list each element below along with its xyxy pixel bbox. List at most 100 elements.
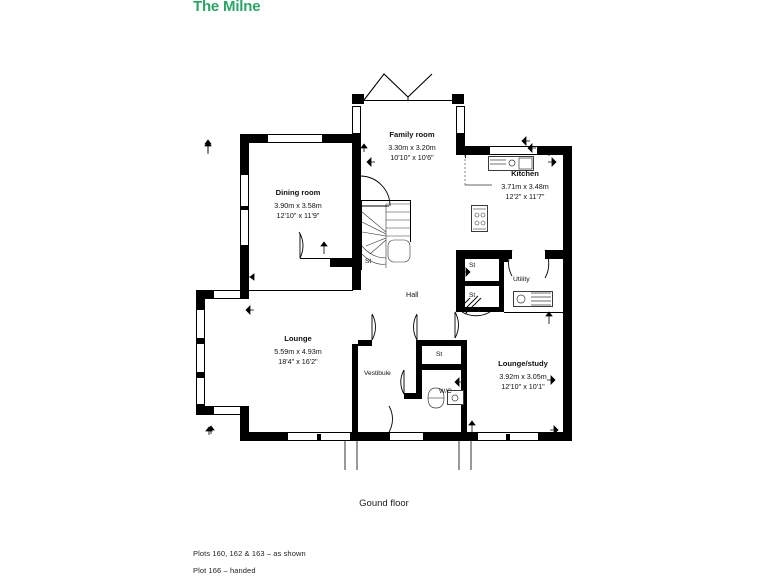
room-imperial-kitchen: 12'2" x 11'7" xyxy=(505,192,545,201)
wall-lounge-north-thin xyxy=(352,344,353,345)
utility-appliance-fixture xyxy=(513,291,553,307)
wall-dining-west-upper xyxy=(240,134,249,174)
room-label-st-wc: St xyxy=(436,351,443,358)
wall-kitchen-north-corner xyxy=(547,146,572,155)
window-west-step-upper xyxy=(213,290,241,299)
wall-lounge-southwest-return xyxy=(240,415,249,433)
room-name-kitchen: Kitchen xyxy=(511,169,539,178)
basin-fixture xyxy=(447,390,464,405)
floor-caption: Gound floor xyxy=(359,498,409,509)
room-label-st-kitchen-2: St xyxy=(469,292,476,299)
stair-enclosure-top xyxy=(361,200,411,201)
room-label-utility: Utility xyxy=(513,276,530,283)
wall-dining-family-divider xyxy=(352,123,361,268)
wall-family-kitchen-divider xyxy=(465,155,466,158)
room-name-lounge: Lounge xyxy=(284,334,312,343)
room-name-family-room: Family room xyxy=(389,130,435,139)
window-kitchen-north xyxy=(489,146,538,155)
room-label-vestibule: Vestibule xyxy=(364,370,391,377)
room-imperial-dining-room: 12'10" x 11'9" xyxy=(276,211,320,220)
room-name-dining-room: Dining room xyxy=(275,188,321,197)
room-label-kitchen: Kitchen 3.71m x 3.48m 12'2" x 11'7" xyxy=(479,169,571,203)
room-label-dining-room: Dining room 3.90m x 3.58m 12'10" x 11'9" xyxy=(252,188,344,222)
window-west-step-lower xyxy=(213,406,241,415)
window-dining-west xyxy=(240,174,249,246)
wall-utility-west xyxy=(504,250,508,262)
window-lounge-south-mullion xyxy=(317,434,321,440)
wall-dining-stair-lintel xyxy=(300,258,332,259)
wall-vestibule-south-stub xyxy=(404,393,422,399)
wall-store-south xyxy=(456,307,504,312)
stair-enclosure-west xyxy=(361,200,362,270)
room-name-lounge-study: Lounge/study xyxy=(498,359,548,368)
wall-family-north-head xyxy=(364,100,452,101)
room-label-lounge-study: Lounge/study 3.92m x 3.05m 12'10" x 10'1… xyxy=(477,359,569,393)
room-imperial-lounge-study: 12'10" x 10'1" xyxy=(501,382,545,391)
wall-kitchen-north-left xyxy=(456,146,490,155)
wall-family-north-right-jamb xyxy=(452,94,464,104)
wall-wc-north xyxy=(416,364,466,370)
window-lounge-bay-2 xyxy=(196,343,205,373)
room-imperial-family-room: 10'10" x 10'6" xyxy=(390,153,434,162)
window-lounge-bay-3 xyxy=(196,377,205,405)
window-dining-north xyxy=(267,134,323,143)
wall-hall-west-partition xyxy=(352,268,361,290)
room-metric-dining-room: 3.90m x 3.58m xyxy=(274,200,322,210)
wall-wc-east xyxy=(461,340,467,432)
wall-vestibule-wc-partition xyxy=(416,370,422,398)
window-lounge-bay-mullion-2 xyxy=(196,373,205,377)
wall-store-divider xyxy=(456,281,504,286)
room-metric-lounge: 5.59m x 4.93m xyxy=(274,346,322,356)
page-title: The Milne xyxy=(193,0,261,15)
wall-store-east xyxy=(499,250,504,312)
wall-kitchen-north-right xyxy=(537,146,547,155)
room-label-hall: Hall xyxy=(406,290,419,299)
wall-dining-south-thin xyxy=(249,290,353,291)
wall-south-outer-4 xyxy=(538,432,572,441)
window-dining-west-mullion xyxy=(240,206,249,210)
wall-dining-west-lower xyxy=(240,246,249,290)
wall-family-north-left-jamb xyxy=(352,94,364,104)
room-metric-family-room: 3.30m x 3.20m xyxy=(388,142,436,152)
wall-family-east-upper xyxy=(456,134,465,146)
window-lounge-study-south-mullion xyxy=(506,434,510,440)
wall-st-stair-south xyxy=(352,282,361,290)
window-family-east xyxy=(456,106,465,134)
stair-enclosure-east xyxy=(410,200,411,242)
window-lounge-bay-1 xyxy=(196,309,205,339)
room-imperial-lounge: 18'4" x 16'2" xyxy=(278,357,318,366)
room-metric-kitchen: 3.71m x 3.48m xyxy=(501,181,549,191)
wall-hall-south xyxy=(358,340,372,346)
window-lounge-bay-mullion-1 xyxy=(196,339,205,343)
wall-dining-north-right xyxy=(322,134,352,143)
wall-south-outer-3 xyxy=(423,432,478,441)
wall-utility-south xyxy=(504,312,563,313)
room-label-st-stair: St xyxy=(365,258,372,265)
wall-south-outer-1 xyxy=(240,432,288,441)
room-metric-lounge-study: 3.92m x 3.05m xyxy=(499,371,547,381)
wall-vestibule-east xyxy=(416,346,422,366)
room-label-wc: W/C xyxy=(439,388,452,395)
window-family-west xyxy=(352,106,361,134)
wall-kitchen-south-right xyxy=(545,250,563,259)
wall-dining-south-block xyxy=(330,258,352,267)
room-label-lounge: Lounge 5.59m x 4.93m 18'4" x 16'2" xyxy=(252,334,344,368)
wall-east-outer-upper xyxy=(563,146,572,260)
hob-fixture xyxy=(471,205,488,232)
